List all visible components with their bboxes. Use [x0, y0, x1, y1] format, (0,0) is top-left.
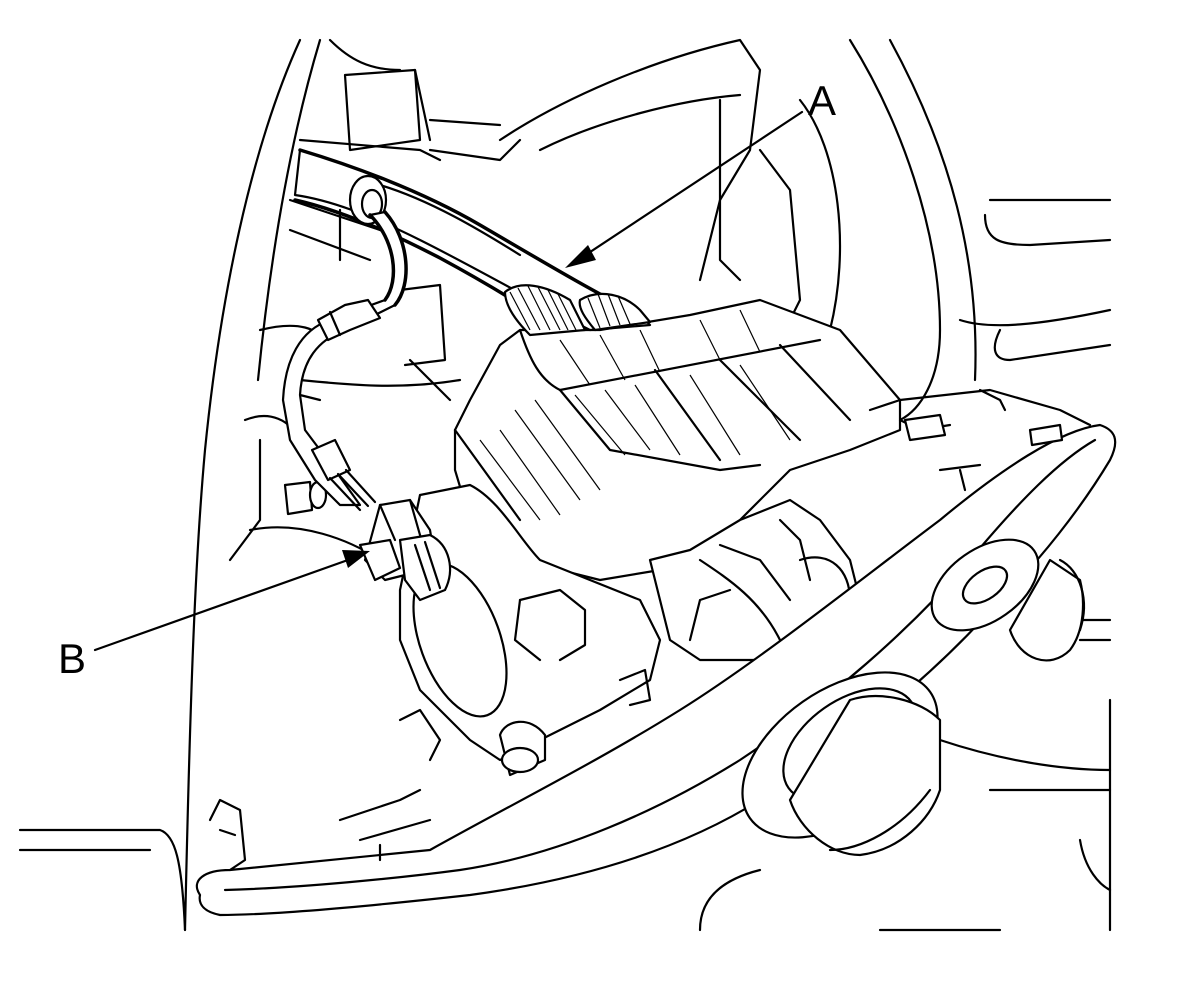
- connector-b: [358, 498, 452, 602]
- callout-a-label: A: [808, 77, 836, 124]
- callout-a-arrowhead: [565, 245, 596, 268]
- callout-b-leader: [93, 553, 364, 652]
- branch-cable: [281, 210, 408, 512]
- wiring-harness-a: [293, 148, 652, 337]
- callout-b-arrowhead: [342, 550, 370, 568]
- mounting-bracket: [228, 138, 462, 562]
- callout-a-leader: [573, 110, 804, 264]
- front-housing-plate: [195, 388, 1117, 917]
- callout-b: B: [58, 550, 370, 682]
- knob-socket-small: [930, 538, 1085, 662]
- callout-a: A: [565, 77, 836, 268]
- knob-socket-large: [741, 671, 942, 857]
- callout-b-label: B: [58, 635, 86, 682]
